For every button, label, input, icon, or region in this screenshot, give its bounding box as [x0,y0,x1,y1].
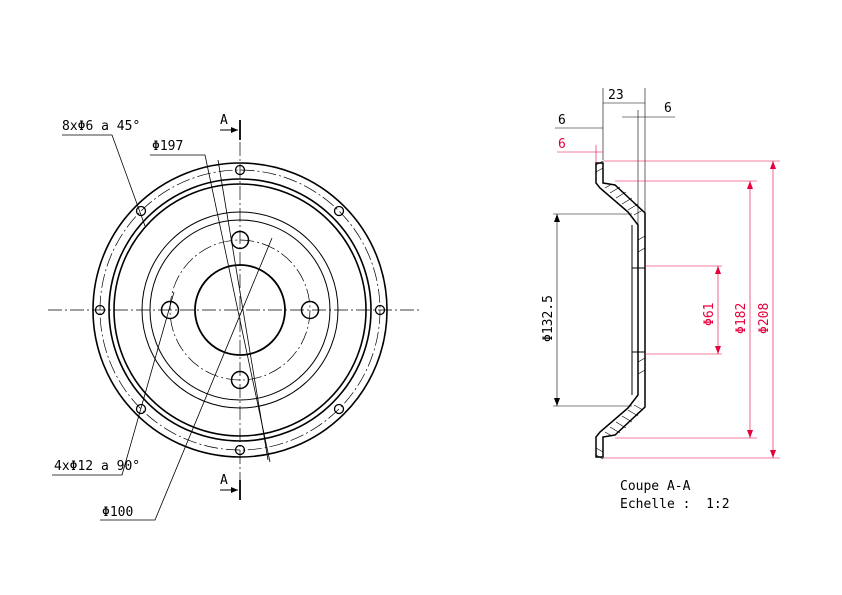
section-profile-outline [595,162,646,458]
large-hole [160,300,180,320]
front-view [48,120,420,521]
label-8x6-holes: 8xΦ6 a 45° [62,119,140,134]
section-arrowhead-top [231,127,238,133]
small-hole [234,164,246,176]
hatching [595,160,646,460]
cone-circle-inner [149,219,331,401]
small-hole [374,304,386,316]
leader-197 [150,154,271,463]
label-dim-23: 23 [608,88,624,103]
small-holes [94,164,386,456]
leader-4x12 [52,291,175,476]
section-view [553,88,675,460]
large-hole [300,300,320,320]
label-dim-208: Φ208 [757,303,772,334]
section-label-top: A [220,113,228,128]
label-dim-6-left: 6 [558,113,566,128]
cone-circle [141,211,339,409]
label-dim-182: Φ182 [734,303,749,334]
center-bore-circle [194,264,286,356]
leader-8x6 [62,134,146,227]
leader-100 [100,237,273,521]
diameter-line-197-a [217,159,269,461]
rim-inner-circle-1 [108,178,372,442]
bolt-circle-large [169,239,311,381]
label-diameter-100: Φ100 [102,505,133,520]
large-hole [230,370,250,390]
section-label-bottom: A [220,473,228,488]
small-hole [333,205,345,217]
section-caption-scale: Echelle : 1:2 [620,497,730,512]
label-diameter-197: Φ197 [152,139,183,154]
small-hole [135,403,147,415]
small-hole [94,304,106,316]
label-dim-132-5: Φ132.5 [541,295,556,342]
section-caption-title: Coupe A-A [620,479,691,494]
outer-rim-circle [92,162,388,458]
rim-inner-circle-2 [113,183,367,437]
section-arrowhead-bottom [231,487,238,493]
small-hole [333,403,345,415]
label-4x12-holes: 4xΦ12 a 90° [54,459,140,474]
red-dimensions [557,145,780,459]
label-dim-6-right: 6 [664,101,672,116]
small-hole [234,444,246,456]
label-dim-6-red: 6 [558,137,566,152]
label-dim-61: Φ61 [702,303,717,326]
bolt-circle-small [99,169,381,451]
